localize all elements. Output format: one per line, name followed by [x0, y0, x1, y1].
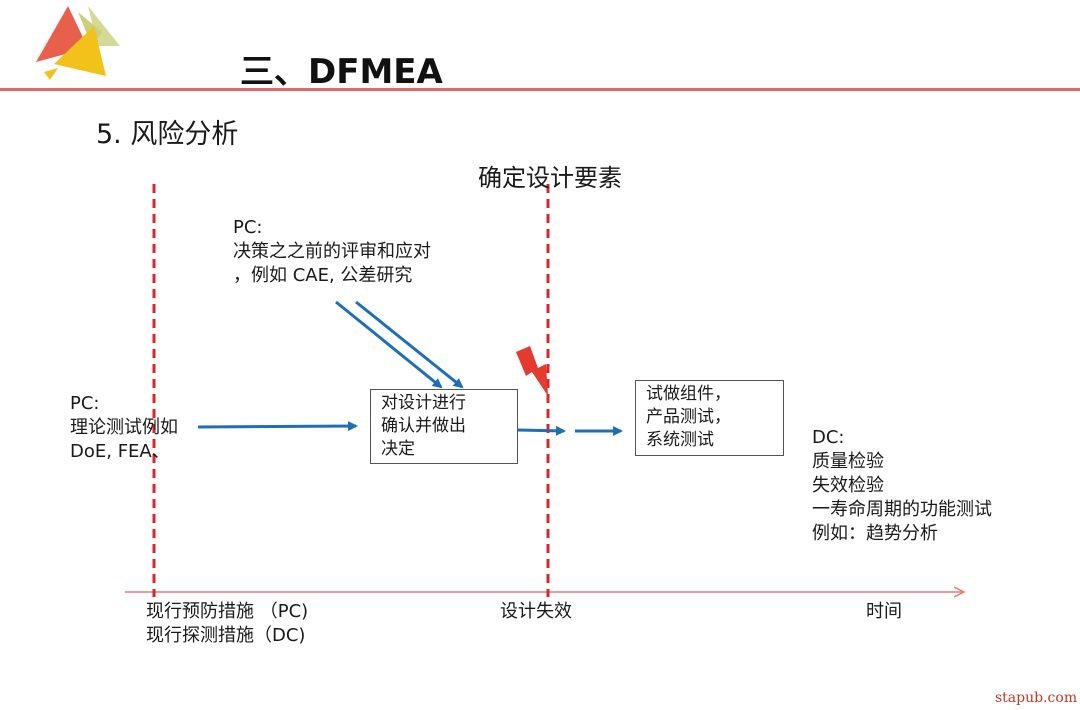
section-subtitle: 5. 风险分析 — [96, 119, 239, 150]
center-title: 确定设计要素 — [478, 164, 622, 192]
dc-right-line-4: 例如：趋势分析 — [812, 523, 938, 544]
trial-box-line-3: 系统测试 — [646, 430, 714, 450]
pc-top-line-2: ，例如 CAE, 公差研究 — [233, 265, 413, 286]
confirm-box-line-3: 决定 — [381, 439, 415, 459]
dc-right-group: DC: 质量检验 失效检验 一寿命周期的功能测试 例如：趋势分析 — [812, 426, 992, 546]
dc-right-line-3: 一寿命周期的功能测试 — [812, 499, 992, 520]
trial-box-line-2: 产品测试， — [646, 407, 731, 427]
pc-left-line-1: 理论测试例如 — [70, 417, 178, 438]
lightning-icon — [516, 346, 548, 396]
logo-triangles-icon — [36, 6, 120, 80]
watermark: stapub.com — [995, 690, 1078, 706]
dc-right-label: DC: — [812, 427, 845, 448]
confirm-design-box: 对设计进行 确认并做出 决定 — [370, 389, 518, 464]
trial-test-box: 试做组件， 产品测试， 系统测试 — [635, 380, 784, 456]
dc-right-line-2: 失效检验 — [812, 475, 884, 496]
pc-left-group: PC: 理论测试例如 DoE, FEA、 — [70, 392, 178, 464]
axis-label-pc: 现行预防措施 （PC) — [146, 601, 309, 622]
pc-top-group: PC: 决策之之前的评审和应对 ，例如 CAE, 公差研究 — [233, 216, 431, 288]
axis-left-labels: 现行预防措施 （PC) 现行探测措施（DC) — [146, 600, 308, 648]
axis-label-dc: 现行探测措施（DC) — [146, 625, 306, 646]
pc-top-arrow-2 — [355, 300, 464, 389]
confirm-box-line-2: 确认并做出 — [381, 416, 466, 436]
pc-top-label: PC: — [233, 217, 263, 238]
confirm-box-line-1: 对设计进行 — [381, 393, 466, 413]
header-divider — [0, 88, 1080, 91]
pc-top-arrow-1 — [335, 300, 443, 389]
trial-box-line-1: 试做组件， — [646, 384, 731, 404]
pc-left-arrow — [197, 421, 358, 432]
dc-right-line-1: 质量检验 — [812, 451, 884, 472]
page-title: 三、DFMEA — [240, 52, 443, 92]
confirm-to-failure-arrow — [517, 425, 566, 436]
pc-left-label: PC: — [70, 393, 100, 414]
axis-label-design-failure: 设计失效 — [500, 601, 572, 622]
pc-left-line-2: DoE, FEA、 — [70, 441, 170, 462]
axis-label-time: 时间 — [866, 601, 902, 622]
pc-top-line-1: 决策之之前的评审和应对 — [233, 241, 431, 262]
